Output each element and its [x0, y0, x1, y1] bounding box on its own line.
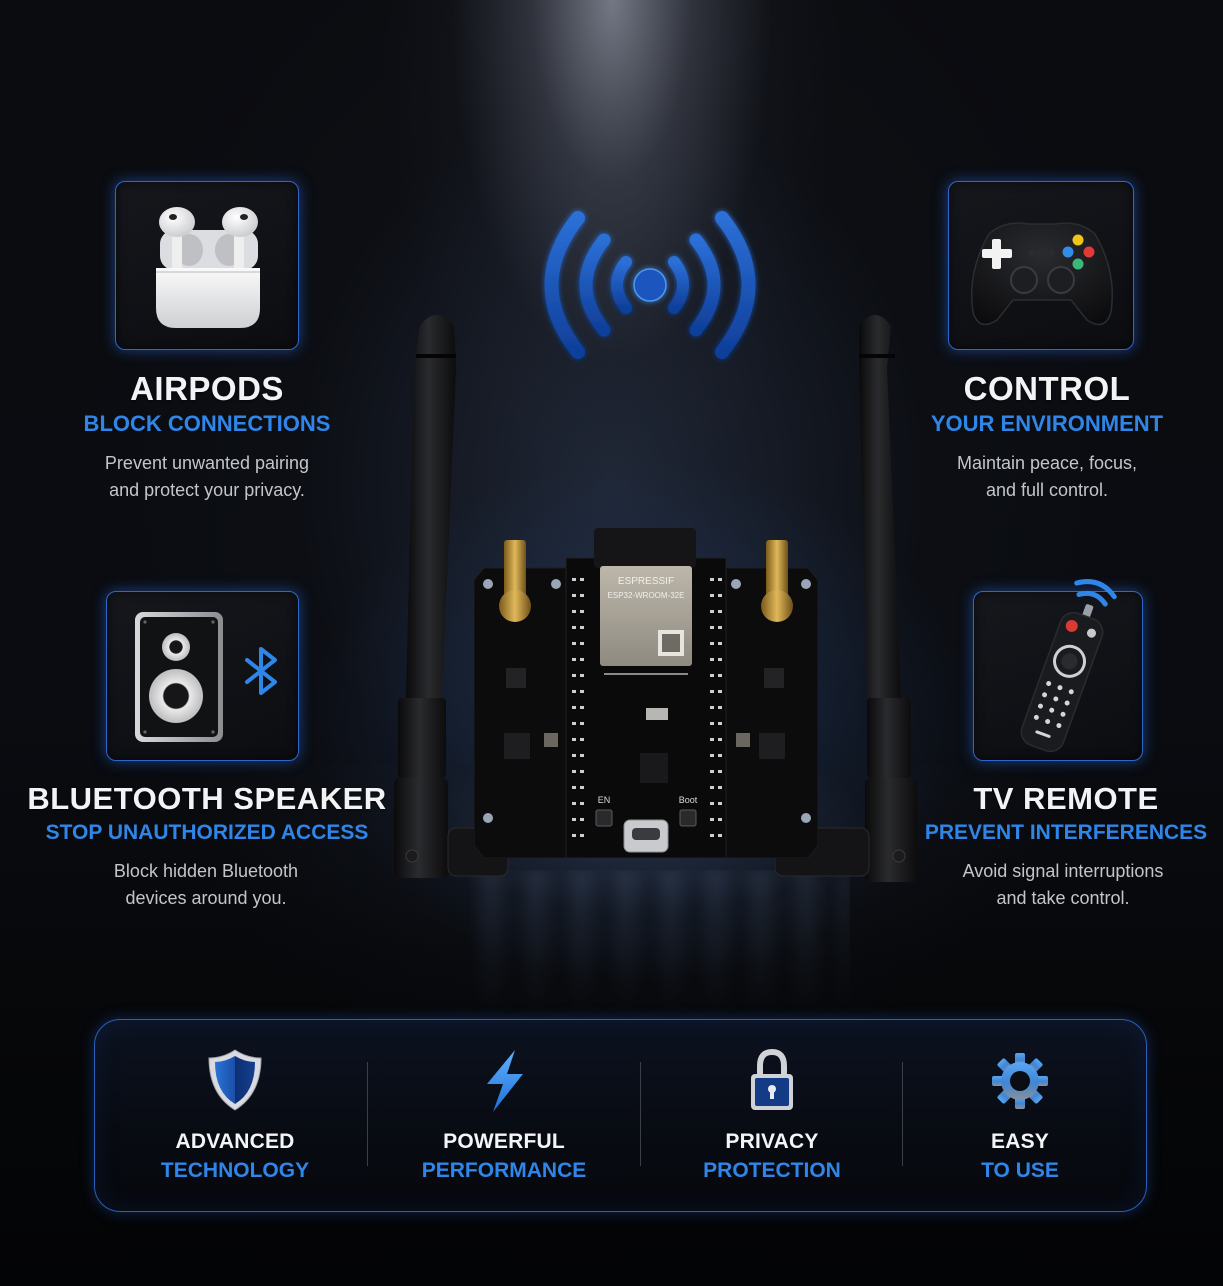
benefit-easy-to-use: EASY TO USE: [900, 1020, 1140, 1211]
speaker-icon-box: [106, 591, 299, 761]
benefit-subtitle: TECHNOLOGY: [160, 1159, 310, 1182]
divider: [640, 1062, 641, 1166]
benefit-subtitle: PERFORMANCE: [421, 1159, 587, 1182]
remote-desc-line2: and take control.: [996, 888, 1130, 908]
benefit-title: ADVANCED: [175, 1130, 295, 1153]
speaker-desc-line2: devices around you.: [125, 888, 287, 908]
tv-remote-icon: [1020, 579, 1117, 753]
divider: [367, 1062, 368, 1166]
shield-icon: [208, 1049, 262, 1111]
module-brand: ESPRESSIF: [618, 576, 674, 587]
remote-description: Avoid signal interruptions and take cont…: [963, 858, 1164, 912]
controller-icon-box: [948, 181, 1134, 350]
en-button-label: EN: [598, 795, 611, 805]
speaker-desc-line1: Block hidden Bluetooth: [113, 861, 299, 881]
remote-title: TV REMOTE: [973, 781, 1159, 816]
control-desc-line1: Maintain peace, focus,: [956, 453, 1138, 473]
module-model: ESP32-WROOM-32E: [608, 591, 685, 600]
airpods-icon-box: [115, 181, 299, 350]
airpods-title: AIRPODS: [130, 370, 284, 407]
airpods-subtitle: BLOCK CONNECTIONS: [83, 411, 331, 436]
gear-icon: [992, 1053, 1048, 1109]
speaker-subtitle: STOP UNAUTHORIZED ACCESS: [45, 821, 369, 844]
speaker-title: BLUETOOTH SPEAKER: [27, 781, 387, 816]
benefit-title: PRIVACY: [725, 1130, 819, 1153]
remote-subtitle: PREVENT INTERFERENCES: [924, 821, 1208, 844]
left-antenna: [394, 315, 509, 878]
benefit-subtitle: PROTECTION: [703, 1159, 841, 1182]
lightning-icon: [487, 1050, 523, 1112]
remote-desc-line1: Avoid signal interruptions: [962, 861, 1164, 881]
benefit-advanced-technology: ADVANCED TECHNOLOGY: [115, 1020, 355, 1211]
floor-reflections: [470, 870, 850, 1020]
airpods-description: Prevent unwanted pairing and protect you…: [105, 450, 309, 504]
benefit-subtitle: TO USE: [981, 1159, 1059, 1182]
game-controller-icon: [970, 222, 1114, 326]
control-desc-line2: and full control.: [985, 480, 1109, 500]
speaker-description: Block hidden Bluetooth devices around yo…: [114, 858, 298, 912]
boot-button-label: Boot: [679, 795, 698, 805]
divider: [902, 1062, 903, 1166]
airpods-desc-line1: Prevent unwanted pairing: [104, 453, 310, 473]
lock-icon: [751, 1048, 793, 1110]
remote-icon-box: [973, 579, 1143, 761]
control-description: Maintain peace, focus, and full control.: [957, 450, 1137, 504]
control-title: CONTROL: [963, 370, 1131, 407]
benefit-powerful-performance: POWERFUL PERFORMANCE: [384, 1020, 624, 1211]
benefit-title: EASY: [991, 1130, 1049, 1153]
airpods-desc-line2: and protect your privacy.: [109, 480, 305, 500]
benefit-title: POWERFUL: [443, 1130, 565, 1153]
esp32-dev-board: ESPRESSIF ESP32-WROOM-32E EN Boot: [474, 528, 818, 858]
airpods-icon: [156, 207, 260, 328]
benefit-privacy-protection: PRIVACY PROTECTION: [652, 1020, 892, 1211]
bluetooth-speaker-icon: [135, 612, 277, 742]
control-subtitle: YOUR ENVIRONMENT: [930, 411, 1164, 436]
benefits-panel: ADVANCED TECHNOLOGY POWERFUL PERFORMANCE…: [94, 1019, 1147, 1212]
wireless-signal-icon: [544, 211, 756, 359]
